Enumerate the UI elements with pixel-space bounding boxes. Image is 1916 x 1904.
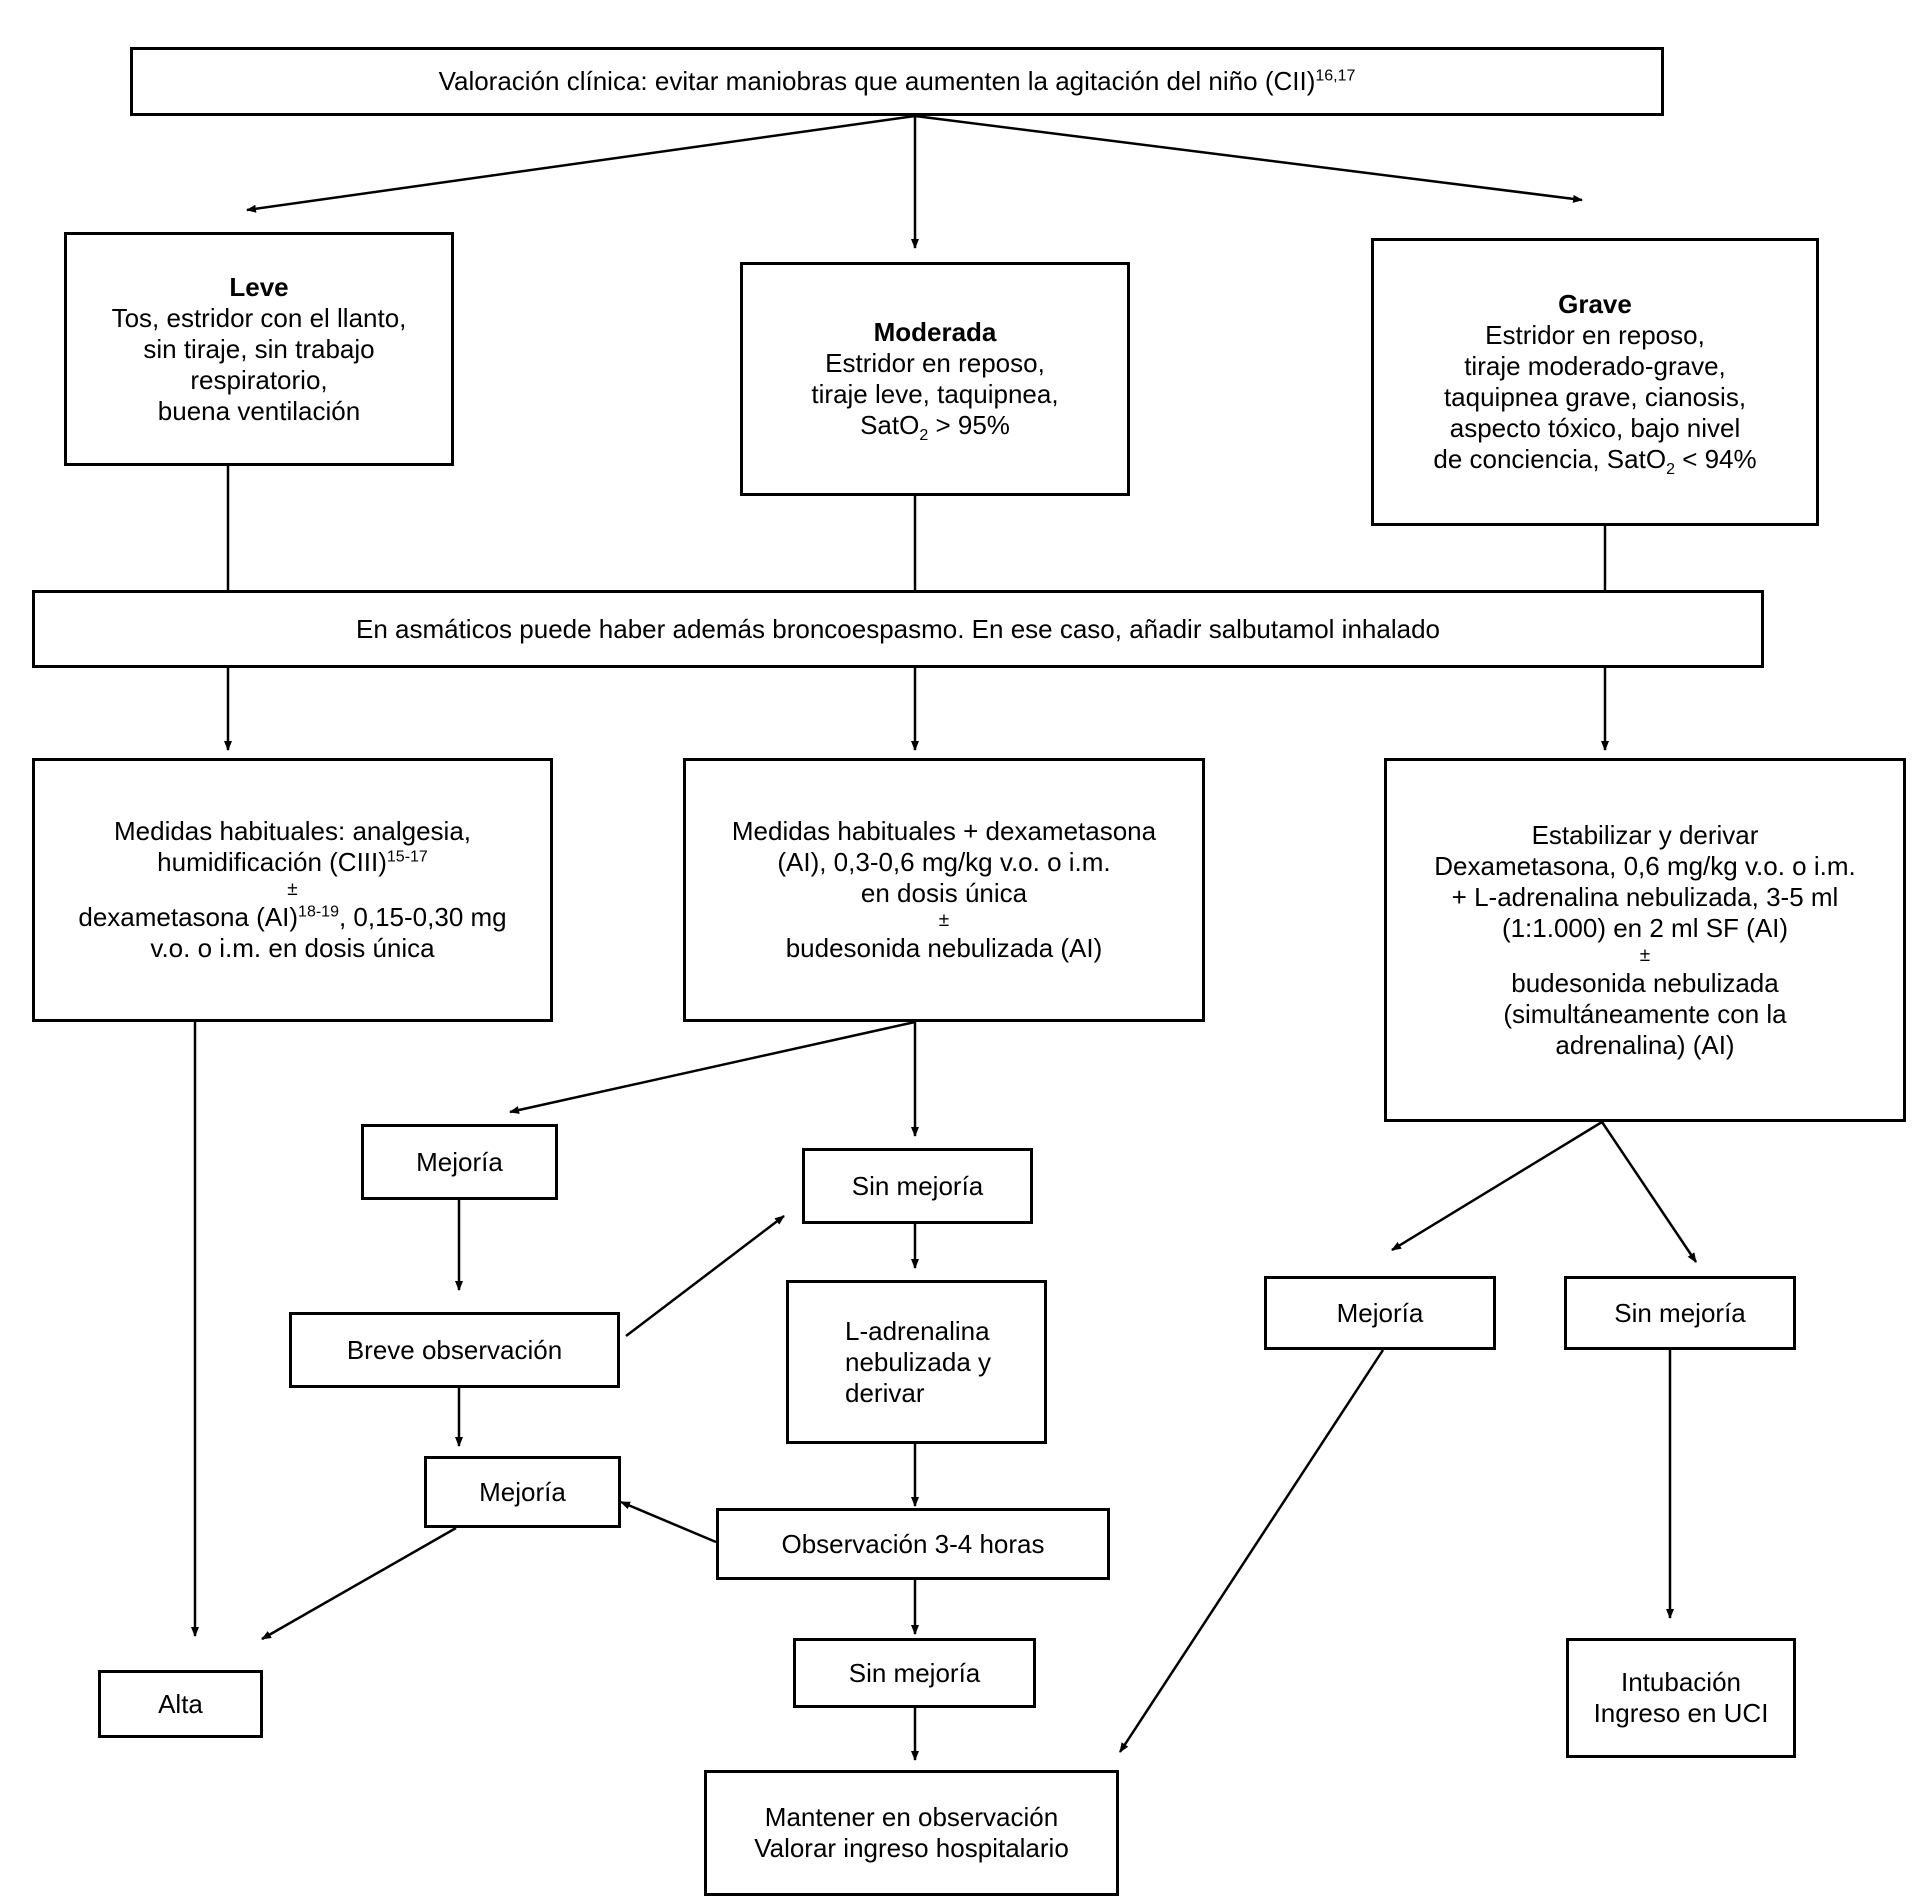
l-adrenalina-line-2: nebulizada y <box>845 1346 991 1377</box>
sin-mejoria-2-label: Sin mejoría <box>848 1657 981 1688</box>
grave-sin-mejoria-label: Sin mejoría <box>1614 1297 1746 1328</box>
mantener-line-1: Mantener en observación <box>764 1802 1059 1832</box>
grave-tx-line-6: (simultáneamente con la <box>1503 998 1787 1029</box>
clinical-assessment-text: Valoración clínica: evitar maniobras que… <box>438 66 1316 96</box>
asthma-box: En asmáticos puede haber además broncoes… <box>32 590 1764 668</box>
arrow-top-to-grave <box>914 114 1583 203</box>
sin-mejoria-2-box: Sin mejoría <box>793 1638 1036 1708</box>
mejoria-2-label: Mejoría <box>479 1476 566 1507</box>
l-adrenalina-line-1: L-adrenalina <box>845 1315 990 1346</box>
plus-minus-sign: ± <box>1639 944 1651 966</box>
plus-minus-sign: ± <box>938 910 950 931</box>
grave-line-1: Estridor en reposo, <box>1485 320 1705 350</box>
clinical-assessment-ref: 16,17 <box>1315 67 1356 85</box>
grave-tx-line-5: budesonida nebulizada <box>1511 967 1779 998</box>
grave-sin-mejoria-box: Sin mejoría <box>1564 1276 1796 1350</box>
leve-line-3: respiratorio, <box>190 364 328 395</box>
leve-title: Leve <box>229 271 289 302</box>
breve-observacion-box: Breve observación <box>289 1312 620 1388</box>
moderada-mejoria-label: Mejoría <box>416 1146 503 1177</box>
grave-box: Grave Estridor en reposo, tiraje moderad… <box>1371 238 1819 526</box>
mod-tx-line-4: budesonida nebulizada (AI) <box>785 933 1103 963</box>
mantener-box: Mantener en observación Valorar ingreso … <box>704 1770 1119 1896</box>
moderada-line-2: tiraje leve, taquipnea, <box>811 379 1059 409</box>
grave-tx-line-3: + L-adrenalina nebulizada, 3-5 ml <box>1451 881 1839 912</box>
moderada-sin-mejoria-label: Sin mejoría <box>851 1170 984 1201</box>
leve-tx-line-1: Medidas habituales: analgesia, <box>113 816 472 846</box>
leve-line-2: sin tiraje, sin trabajo <box>143 333 375 364</box>
leve-line-1: Tos, estridor con el llanto, <box>111 302 407 333</box>
grave-tx-line-7: adrenalina) (AI) <box>1555 1029 1735 1060</box>
observacion-3-4-label: Observación 3-4 horas <box>781 1528 1045 1559</box>
breve-observacion-label: Breve observación <box>346 1334 563 1365</box>
grave-tx-line-1: Estabilizar y derivar <box>1531 819 1759 850</box>
arrow-mod-tx-to-mejoria <box>509 1020 916 1114</box>
grave-tx-line-4: (1:1.000) en 2 ml SF (AI) <box>1501 912 1789 943</box>
arrow-grave-tx-to-sin-mejoria <box>1600 1121 1698 1263</box>
moderada-treatment-box: Medidas habituales + dexametasona (AI), … <box>683 758 1205 1022</box>
grave-line-3: taquipnea grave, cianosis, <box>1443 382 1747 412</box>
mod-tx-line-2: (AI), 0,3-0,6 mg/kg v.o. o i.m. <box>777 847 1111 877</box>
arrow-obs-to-mejoria-2 <box>620 1500 717 1544</box>
mod-tx-line-3: en dosis única <box>860 878 1028 908</box>
mantener-line-2: Valorar ingreso hospitalario <box>754 1833 1069 1863</box>
moderada-box: Moderada Estridor en reposo, tiraje leve… <box>740 262 1130 496</box>
alta-box: Alta <box>98 1670 263 1738</box>
moderada-line-3: SatO2 > 95% <box>860 410 1010 445</box>
l-adrenalina-box: L-adrenalina nebulizada y derivar <box>786 1280 1047 1444</box>
leve-tx-line-3: dexametasona (AI)18-19, 0,15-0,30 mg <box>78 902 507 932</box>
grave-mejoria-label: Mejoría <box>1336 1297 1424 1328</box>
leve-tx-line-2: humidificación (CIII)15-17 <box>157 847 428 877</box>
leve-treatment-box: Medidas habituales: analgesia, humidific… <box>32 758 553 1022</box>
plus-minus-sign: ± <box>287 879 298 900</box>
moderada-sin-mejoria-box: Sin mejoría <box>802 1148 1033 1224</box>
mod-tx-line-1: Medidas habituales + dexametasona <box>731 816 1157 846</box>
intubacion-line-1: Intubación <box>1621 1667 1741 1697</box>
alta-label: Alta <box>158 1688 203 1719</box>
leve-tx-line-4: v.o. o i.m. en dosis única <box>150 933 435 963</box>
asthma-text: En asmáticos puede haber además broncoes… <box>355 613 1440 644</box>
arrow-mejoria-2-to-alta <box>261 1526 457 1641</box>
leve-line-4: buena ventilación <box>157 395 361 426</box>
clinical-assessment-box: Valoración clínica: evitar maniobras que… <box>130 47 1664 116</box>
arrow-grave-tx-to-mejoria <box>1391 1120 1603 1252</box>
intubacion-line-2: Ingreso en UCI <box>1593 1698 1769 1728</box>
observacion-3-4-box: Observación 3-4 horas <box>716 1508 1110 1580</box>
l-adrenalina-line-3: derivar <box>845 1377 925 1408</box>
moderada-mejoria-box: Mejoría <box>361 1124 558 1200</box>
grave-line-5: de conciencia, SatO2 < 94% <box>1433 444 1757 479</box>
grave-title: Grave <box>1558 289 1632 319</box>
mejoria-2-box: Mejoría <box>424 1456 621 1528</box>
moderada-title: Moderada <box>873 317 997 347</box>
intubacion-box: Intubación Ingreso en UCI <box>1566 1638 1796 1758</box>
arrow-breve-obs-to-sin-mejoria <box>625 1215 785 1337</box>
arrow-grave-mejoria-to-mantener <box>1118 1349 1385 1753</box>
grave-line-4: aspecto tóxico, bajo nivel <box>1449 413 1741 443</box>
grave-mejoria-box: Mejoría <box>1264 1276 1496 1350</box>
grave-line-2: tiraje moderado-grave, <box>1464 351 1726 381</box>
grave-tx-line-2: Dexametasona, 0,6 mg/kg v.o. o i.m. <box>1434 850 1856 881</box>
grave-treatment-box: Estabilizar y derivar Dexametasona, 0,6 … <box>1384 758 1906 1122</box>
leve-box: Leve Tos, estridor con el llanto, sin ti… <box>64 232 454 466</box>
arrow-top-to-leve <box>246 114 916 213</box>
moderada-line-1: Estridor en reposo, <box>825 348 1045 378</box>
